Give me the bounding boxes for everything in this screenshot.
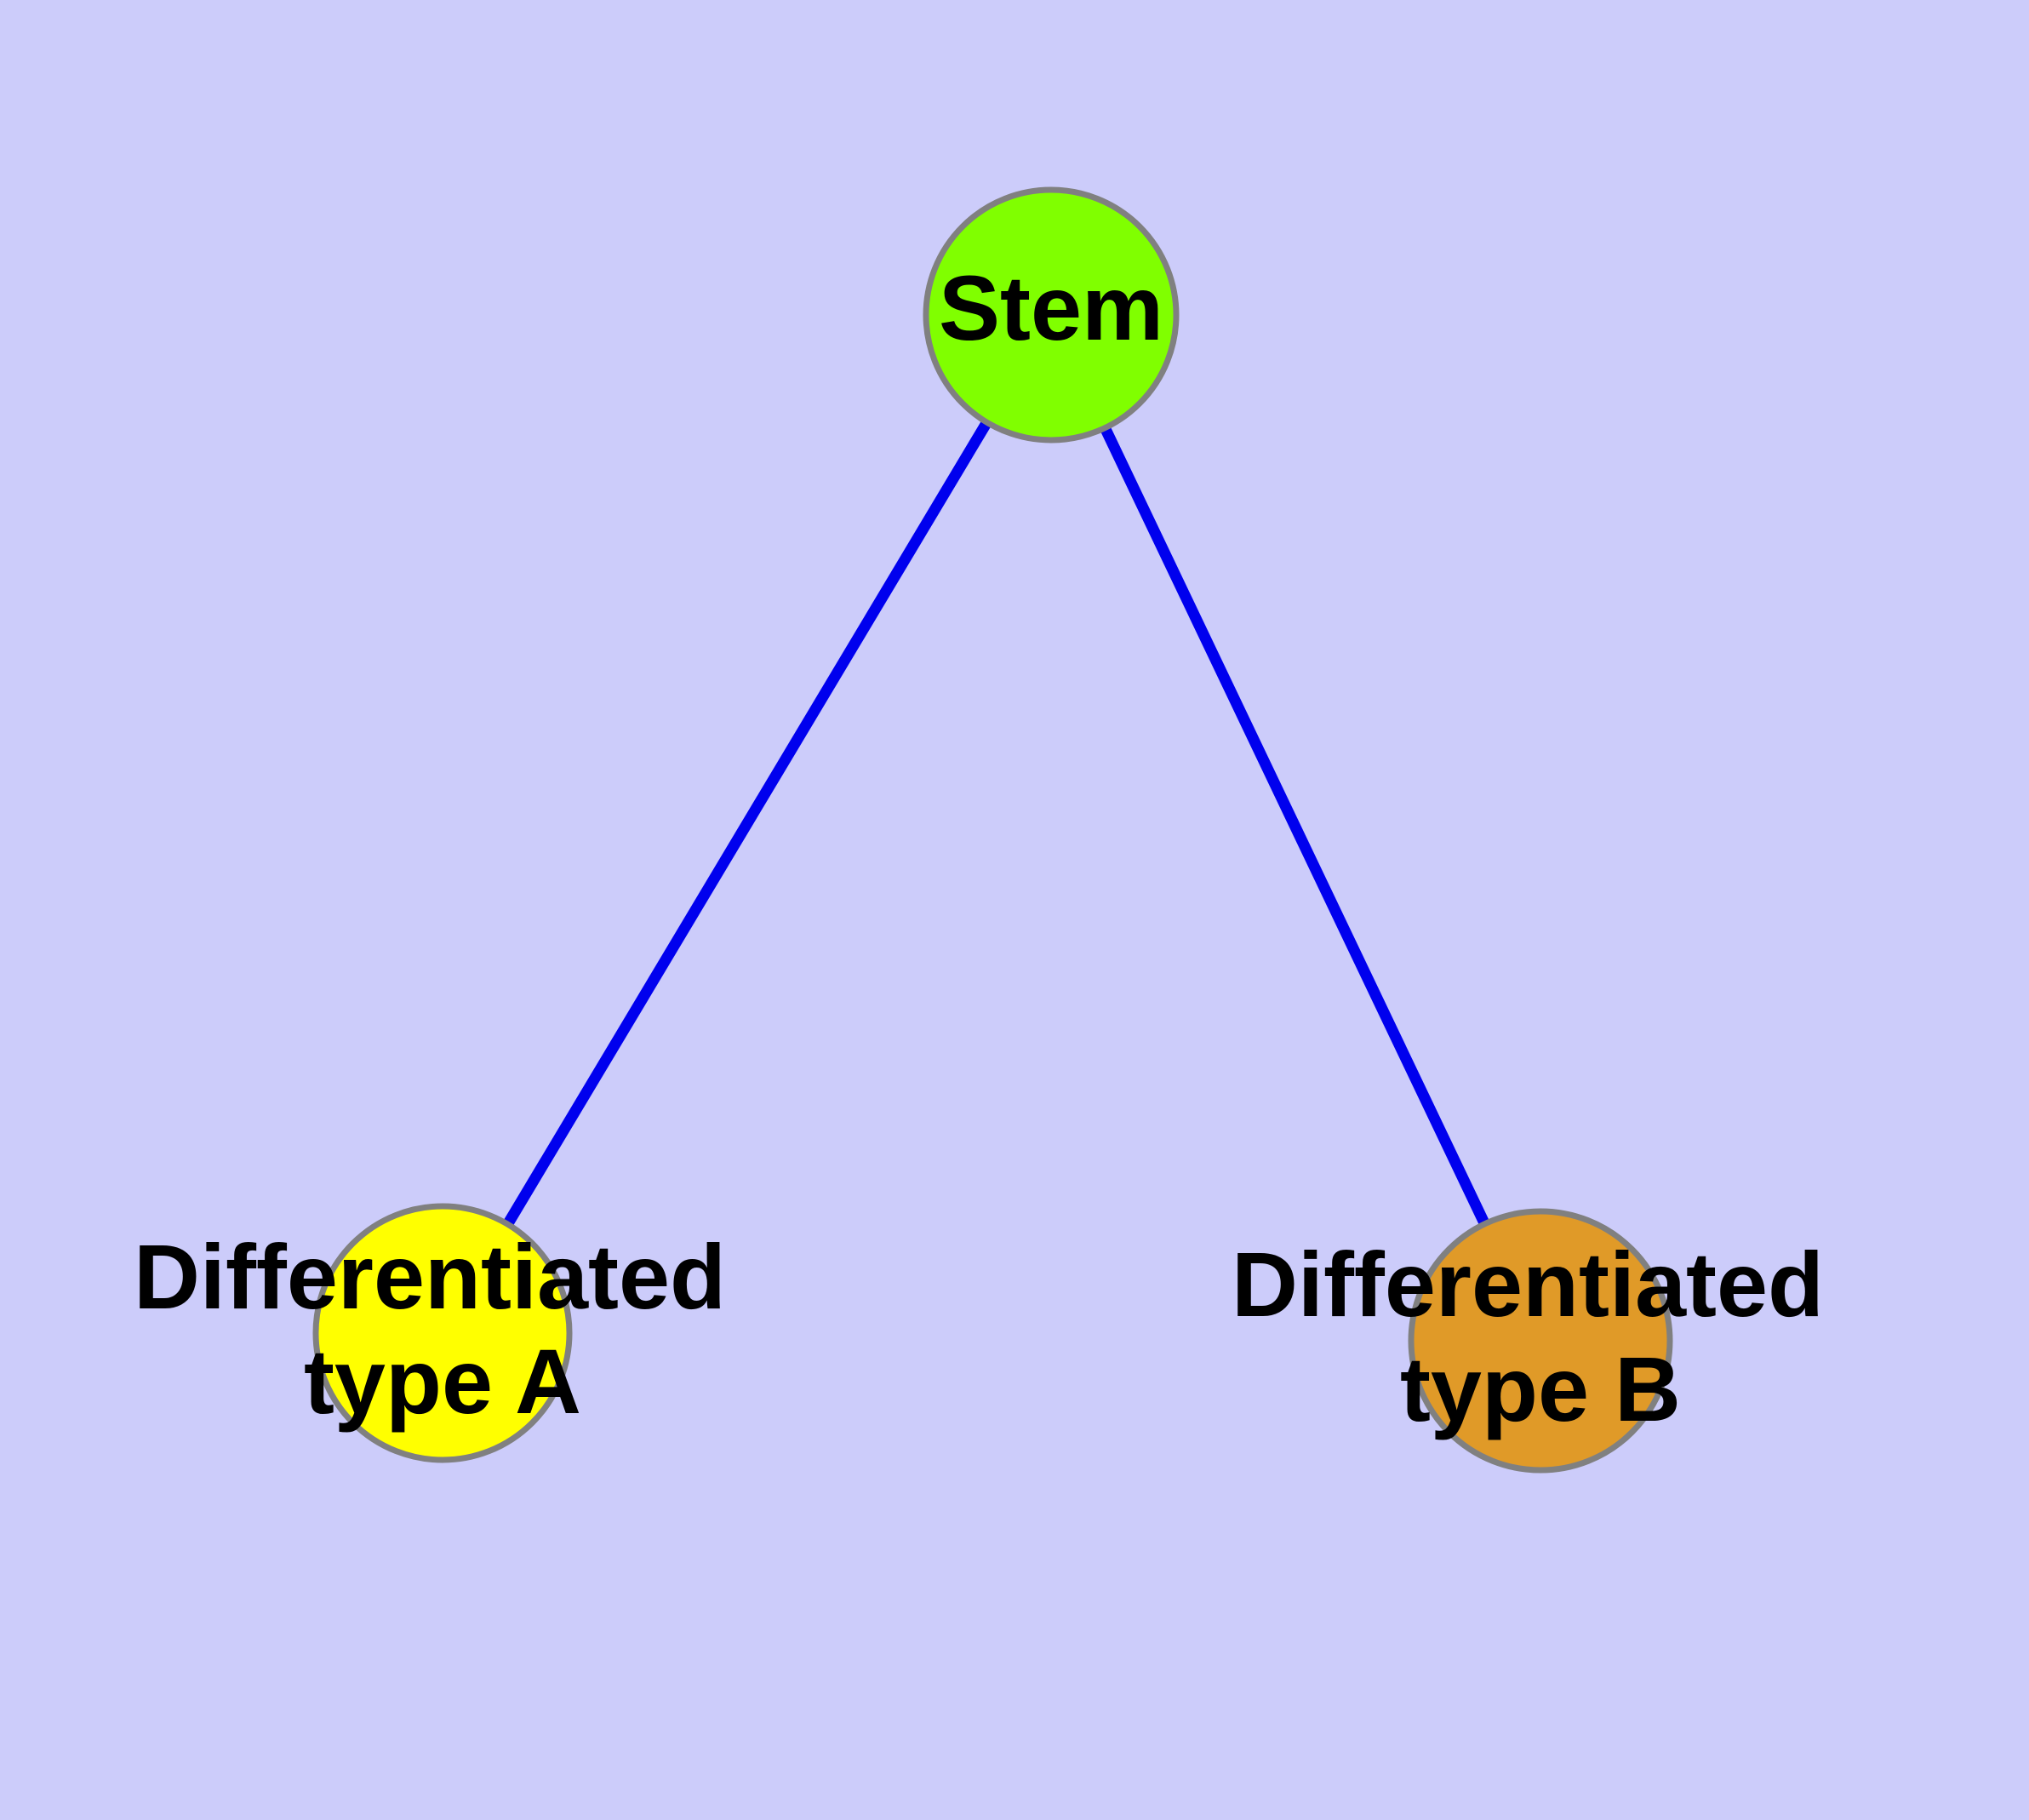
node-differentiated-type-a[interactable] — [312, 1203, 573, 1463]
node-stem-circle[interactable] — [923, 186, 1180, 444]
node-stem-label-line-1: Stem — [939, 256, 1163, 359]
node-differentiated-type-b-circle[interactable] — [1408, 1208, 1673, 1474]
node-stem-label: Stem — [939, 256, 1163, 359]
edge-stem-to-differentiated-type-a[interactable] — [437, 312, 1056, 1336]
node-differentiated-type-a-label-line-1: Differentiated — [134, 1225, 726, 1328]
node-differentiated-type-b[interactable] — [1408, 1208, 1673, 1474]
node-differentiated-type-b-label: Differentiated type B — [1232, 1233, 1849, 1440]
node-differentiated-type-a-label: Differentiated type A — [134, 1225, 752, 1433]
node-differentiated-type-a-circle[interactable] — [312, 1203, 573, 1463]
edge-stem-to-differentiated-type-b[interactable] — [1046, 312, 1546, 1343]
label-layer: Stem Differentiated type A Differentiate… — [134, 256, 1849, 1440]
node-stem[interactable] — [923, 186, 1180, 444]
edge-layer — [437, 312, 1546, 1343]
node-differentiated-type-a-label-line-2: type A — [304, 1330, 581, 1433]
node-layer — [312, 186, 1673, 1474]
node-differentiated-type-b-label-line-2: type B — [1400, 1337, 1681, 1440]
node-differentiated-type-b-label-line-1: Differentiated — [1232, 1233, 1824, 1336]
